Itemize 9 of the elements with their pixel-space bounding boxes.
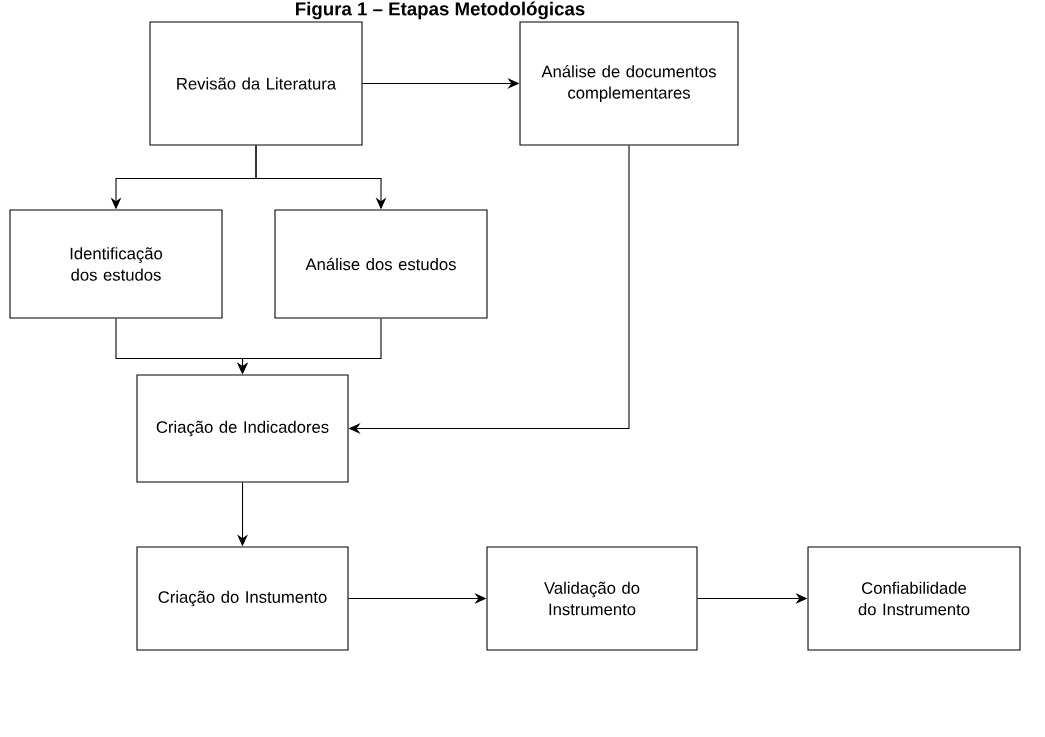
process-box: Revisão da Literatura bbox=[149, 21, 363, 146]
process-box: Criação do Instumento bbox=[136, 546, 349, 651]
process-box: Criação de Indicadores bbox=[136, 374, 349, 483]
process-box: Análise de documentos complementares bbox=[519, 21, 739, 146]
figure-title: Figura 1 – Etapas Metodológicas bbox=[296, 1, 585, 20]
process-box: Validação do Instrumento bbox=[486, 546, 698, 651]
process-box: Análise dos estudos bbox=[274, 209, 488, 319]
process-box: Identificação dos estudos bbox=[9, 209, 223, 319]
process-box: Confiabilidade do Instrumento bbox=[807, 546, 1021, 651]
